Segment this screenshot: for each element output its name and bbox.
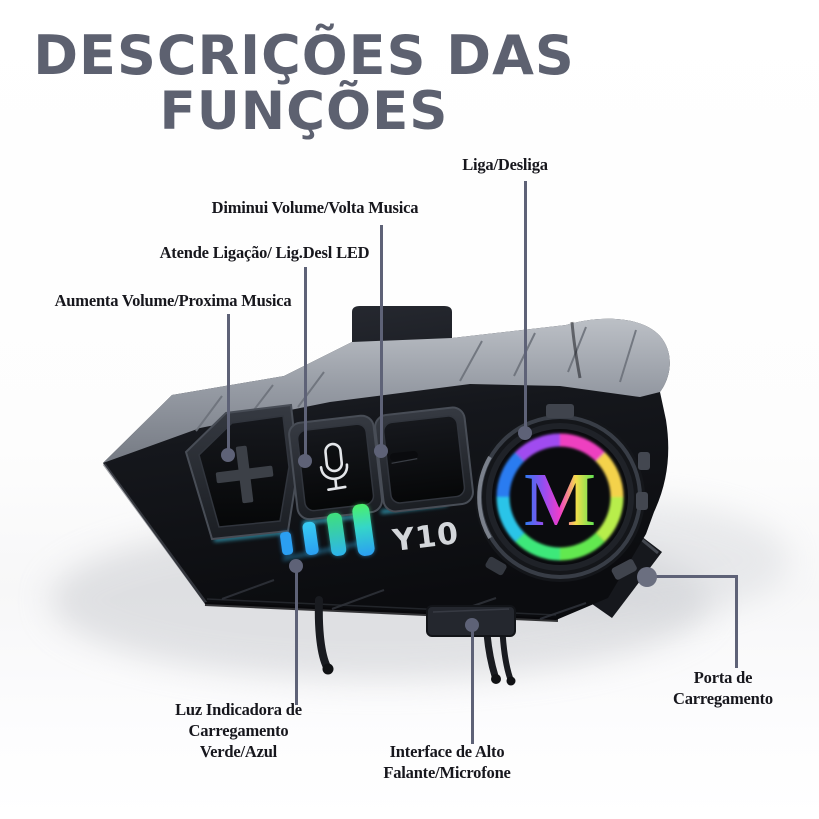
leader-charge-port-dot <box>637 567 657 587</box>
speaker-line1: Interface de Alto <box>389 742 505 761</box>
callout-volume-up: Aumenta Volume/Proxima Musica <box>54 291 292 310</box>
minus-button <box>374 406 474 513</box>
leader-volume-up <box>227 314 230 455</box>
leader-charge-light-dot <box>289 559 303 573</box>
title-line-2: FUNÇÕES <box>159 81 449 143</box>
model-text: Y10 <box>390 516 461 559</box>
logo-letter: M <box>524 458 596 542</box>
callout-charge-port: Porta de Carregamento <box>648 667 798 709</box>
charge-light-line3: Verde/Azul <box>199 742 278 761</box>
band-grooves <box>195 326 637 432</box>
top-band <box>103 318 670 463</box>
leader-speaker-dot <box>465 618 479 632</box>
page-title: DESCRIÇÕES DAS FUNÇÕES <box>0 28 608 139</box>
led-bar-3 <box>326 512 347 556</box>
callout-charge-light: Luz Indicadora de Carregamento Verde/Azu… <box>136 699 341 762</box>
mic-icon <box>319 442 349 492</box>
charge-port-line1: Porta de <box>693 668 753 687</box>
leader-charge-light <box>295 566 298 705</box>
power-logo-button: M <box>475 404 650 582</box>
led-bar-1 <box>280 531 294 556</box>
leader-volume-down <box>380 225 383 451</box>
led-bar-4 <box>352 503 375 556</box>
mic-button <box>288 414 383 521</box>
callout-answer: Atende Ligação/ Lig.Desl LED <box>159 243 370 262</box>
led-bars <box>280 503 375 556</box>
speaker-line2: Falante/Microfone <box>383 763 511 782</box>
leader-charge-port-h <box>650 575 738 578</box>
minus-icon <box>389 450 418 464</box>
leader-power-dot <box>518 426 532 440</box>
charge-light-line2: Carregamento <box>188 721 289 740</box>
leader-charge-port-v <box>735 575 738 668</box>
leader-answer-dot <box>298 454 312 468</box>
leader-volume-down-dot <box>374 444 388 458</box>
leader-answer <box>304 267 307 461</box>
callout-power: Liga/Desliga <box>462 155 548 174</box>
callout-speaker-interface: Interface de Alto Falante/Microfone <box>342 741 552 783</box>
callout-volume-down: Diminui Volume/Volta Musica <box>211 198 419 217</box>
led-bar-2 <box>302 521 319 556</box>
plus-icon <box>215 445 274 504</box>
wing-crease <box>570 321 582 379</box>
title-line-1: DESCRIÇÕES DAS <box>33 24 575 87</box>
leader-power <box>524 181 527 433</box>
charge-light-line1: Luz Indicadora de <box>175 700 302 719</box>
rainbow-ring <box>496 433 624 561</box>
leader-speaker <box>471 625 474 744</box>
charge-port-line2: Carregamento <box>673 689 773 708</box>
leader-volume-up-dot <box>221 448 235 462</box>
